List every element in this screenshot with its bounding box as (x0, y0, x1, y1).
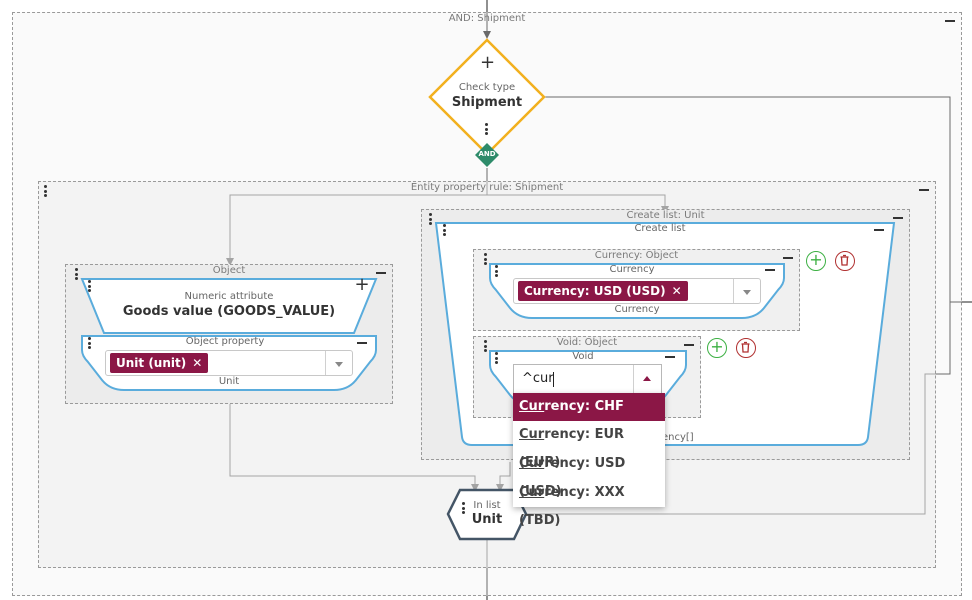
remove-chip-icon[interactable]: ✕ (192, 356, 203, 370)
chevron-down-icon[interactable] (733, 279, 760, 303)
currency-object-group-title: Currency: Object (594, 250, 679, 261)
object-group-title: Object (212, 265, 246, 276)
collapse-icon[interactable] (919, 189, 929, 191)
currency-dropdown: Currency: CHF (CHF) Currency: EUR (EUR) … (513, 393, 665, 528)
option-match-text: Cur (519, 456, 545, 471)
object-property-label: Object property (185, 336, 265, 347)
drag-handle-icon[interactable] (462, 502, 466, 516)
drag-handle-icon[interactable] (88, 280, 92, 294)
drag-handle-icon[interactable] (44, 185, 48, 199)
add-icon[interactable]: + (480, 52, 496, 73)
trash-icon (741, 341, 750, 353)
currency-chip-label: Currency: USD (USD) (524, 284, 666, 298)
collapse-icon[interactable] (665, 356, 675, 358)
option-match-text: Cur (519, 485, 545, 500)
delete-button[interactable] (835, 251, 855, 271)
void-search-input[interactable]: ^cur (513, 364, 662, 394)
void-node-label: Void (572, 351, 594, 362)
create-list-group-title: Create list: Unit (626, 210, 705, 221)
and-badge[interactable]: AND (475, 143, 499, 167)
option-text: rency: EUR (EUR) (519, 427, 625, 470)
numeric-attribute-label: Numeric attribute (184, 291, 274, 302)
option-text: rency: CHF (CHF) (519, 399, 624, 442)
check-type-label: Check type (458, 82, 516, 93)
collapse-icon[interactable] (893, 217, 903, 219)
dropdown-option[interactable]: Currency: CHF (CHF) (513, 393, 665, 442)
check-type-value: Shipment (451, 95, 523, 110)
unit-chip-label: Unit (unit) (116, 356, 187, 370)
object-property-footer: Unit (218, 376, 240, 387)
drag-handle-icon[interactable] (75, 268, 79, 282)
collapse-icon[interactable] (684, 344, 694, 346)
void-search-value: ^cur (522, 371, 554, 386)
currency-chip[interactable]: Currency: USD (USD) ✕ (518, 281, 688, 301)
drag-handle-icon[interactable] (88, 337, 92, 351)
collapse-icon[interactable] (945, 20, 955, 22)
delete-button[interactable] (736, 338, 756, 358)
remove-chip-icon[interactable]: ✕ (671, 284, 682, 298)
drag-handle-icon[interactable] (484, 340, 488, 354)
unit-chip[interactable]: Unit (unit) ✕ (110, 353, 209, 373)
numeric-attribute-value: Goods value (GOODS_VALUE) (122, 304, 336, 319)
add-icon[interactable]: + (354, 274, 370, 295)
dropdown-option[interactable]: Currency: USD (USD) (513, 450, 665, 499)
collapse-icon[interactable] (783, 257, 793, 259)
select-toggle[interactable] (633, 365, 661, 393)
add-button[interactable]: + (806, 251, 826, 271)
drag-handle-icon[interactable] (484, 253, 488, 267)
collapse-icon[interactable] (357, 342, 367, 344)
and-badge-label: AND (478, 150, 496, 158)
dropdown-option[interactable]: Currency: EUR (EUR) (513, 421, 665, 470)
in-list-label: In list (473, 500, 501, 511)
collapse-icon[interactable] (376, 272, 386, 274)
drag-handle-icon[interactable] (429, 213, 433, 227)
drag-handle-icon[interactable] (485, 123, 489, 137)
collapse-icon[interactable] (874, 229, 884, 231)
option-text: rency: USD (USD) (519, 456, 626, 499)
drag-handle-icon[interactable] (495, 352, 499, 366)
entity-property-rule-title: Entity property rule: Shipment (410, 182, 564, 193)
and-shipment-title: AND: Shipment (448, 13, 526, 24)
option-match-text: Cur (519, 427, 545, 442)
add-button[interactable]: + (707, 338, 727, 358)
dropdown-option[interactable]: Currency: XXX (TBD) (513, 479, 665, 528)
currency-node-footer: Currency (614, 304, 660, 315)
currency-node-label: Currency (609, 264, 655, 275)
trash-icon (840, 254, 849, 266)
option-text: rency: XXX (TBD) (519, 485, 625, 528)
void-object-group-title: Void: Object (556, 337, 618, 348)
and-badge-shape (475, 143, 499, 167)
chevron-up-icon (643, 376, 651, 381)
check-type-node[interactable]: + Check type Shipment (428, 38, 546, 156)
in-list-value: Unit (471, 512, 503, 527)
numeric-attribute-shape (80, 278, 378, 334)
create-list-label: Create list (634, 223, 686, 234)
drag-handle-icon[interactable] (495, 265, 499, 279)
drag-handle-icon[interactable] (443, 224, 447, 238)
option-match-text: Cur (519, 399, 545, 414)
collapse-icon[interactable] (765, 269, 775, 271)
create-list-footer: ency[] (662, 432, 694, 443)
chevron-down-icon[interactable] (325, 351, 352, 375)
text-cursor (553, 372, 554, 387)
